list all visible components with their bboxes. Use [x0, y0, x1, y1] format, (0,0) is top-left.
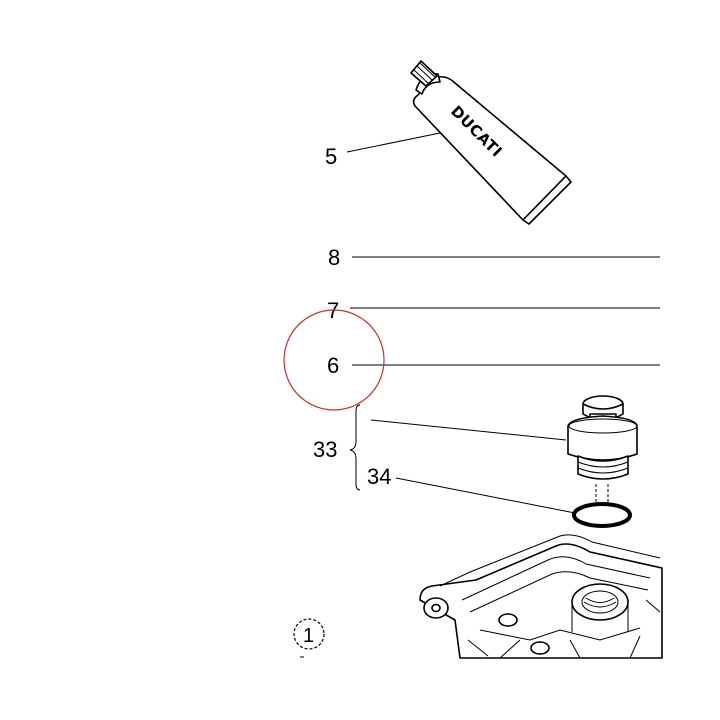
reference-marker: 1: [293, 618, 325, 658]
leader-line-5: [346, 132, 441, 153]
grease-tube-icon: DUCATI: [410, 60, 572, 225]
leader-line-33: [370, 419, 567, 441]
callout-6: 6: [327, 353, 339, 378]
group-brace: [349, 404, 361, 491]
callout-5: 5: [325, 144, 337, 169]
reference-marker-label: 1: [303, 625, 314, 647]
callout-33: 33: [313, 437, 337, 462]
crankcase-icon: [419, 534, 663, 659]
leader-line-34: [395, 477, 576, 514]
valve-plug-icon: [567, 395, 638, 502]
callout-34: 34: [367, 464, 391, 489]
callout-8: 8: [328, 245, 340, 270]
o-ring-icon: [572, 502, 632, 528]
highlight-circle: [283, 309, 385, 411]
